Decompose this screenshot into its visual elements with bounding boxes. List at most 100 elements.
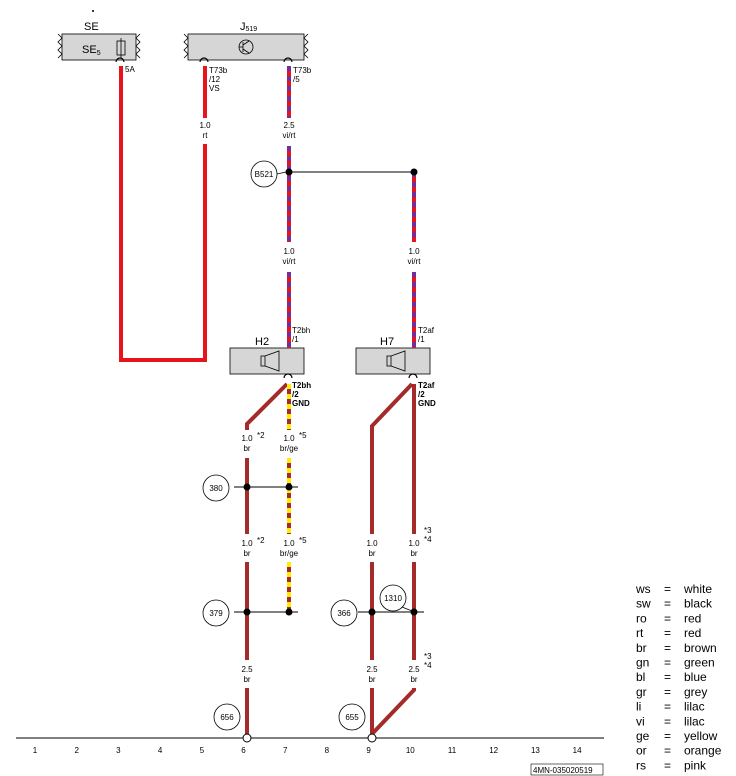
wire-label: 1.0 — [366, 539, 378, 548]
component-se: SE SE5 5A — [57, 10, 141, 74]
node-379: 379 — [209, 609, 223, 618]
legend-eq: = — [664, 582, 671, 596]
node-1310: 1310 — [384, 594, 402, 603]
grid-number: 6 — [241, 746, 246, 755]
wire-br-h2 — [245, 382, 291, 738]
h7-top-pin-a: T2af — [418, 326, 435, 335]
wire-rt — [119, 66, 207, 362]
wire-br-h7 — [370, 382, 416, 738]
grid-number: 4 — [158, 746, 163, 755]
legend-code: gn — [636, 656, 649, 670]
h2-bot-pin-b: /2 — [292, 390, 299, 399]
grid-number: 1 — [33, 746, 38, 755]
grid-number: 12 — [489, 746, 498, 755]
j519-pin2-b: /5 — [293, 75, 300, 84]
document-id: 4MN-035020519 — [530, 763, 604, 776]
legend-name: green — [684, 656, 715, 670]
wire-label: br — [410, 549, 417, 558]
wire-label: br — [243, 675, 250, 684]
legend-eq: = — [664, 597, 671, 611]
component-j519: J519 T73b /12 VS T73b /5 — [183, 21, 312, 93]
legend-code: li — [636, 700, 641, 714]
wire-label: 2.5 — [408, 665, 420, 674]
color-legend: ws=whitesw=blackro=redrt=redbr=browngn=g… — [635, 582, 722, 772]
legend-eq: = — [664, 758, 671, 772]
legend-eq: = — [664, 626, 671, 640]
h7-bot-pin-c: GND — [418, 399, 436, 408]
h7-bot-pin-b: /2 — [418, 390, 425, 399]
legend-eq: = — [664, 700, 671, 714]
wire-label: br — [243, 549, 250, 558]
wire-note: *4 — [424, 535, 432, 544]
legend-name: grey — [684, 685, 707, 699]
j519-pin1-a: T73b — [209, 66, 228, 75]
legend-eq: = — [664, 611, 671, 625]
wire-label: vi/rt — [283, 131, 297, 140]
legend-code: bl — [636, 670, 645, 684]
grid-number: 8 — [325, 746, 330, 755]
legend-name: blue — [684, 670, 707, 684]
se5-pin-label: 5A — [125, 65, 135, 74]
wire-label: rt — [203, 131, 209, 140]
node-380: 380 — [209, 484, 223, 493]
wire-label: 1.0 — [283, 539, 295, 548]
grid-number: 11 — [448, 746, 457, 755]
h7-top-pin-b: /1 — [418, 335, 425, 344]
wire-vi-rt — [287, 66, 416, 348]
wire-label: 1.0 — [199, 121, 211, 130]
wire-label: 1.0 — [408, 539, 420, 548]
wire-note: *2 — [257, 536, 265, 545]
wire-note: *5 — [299, 536, 307, 545]
h7-label: H7 — [380, 336, 394, 348]
legend-name: pink — [684, 758, 707, 772]
wire-label: br — [410, 675, 417, 684]
component-h7: H7 T2af /1 T2af /2 GND — [355, 326, 436, 408]
wire-label: br — [368, 549, 375, 558]
legend-code: ro — [636, 611, 647, 625]
node-refs: B521 380 379 366 1310 656 655 — [202, 160, 413, 731]
wire-labels: 1.0 rt 2.5 vi/rt 1.0 vi/rt 1.0 vi/rt 1.0… — [199, 121, 432, 684]
ground-bus — [16, 733, 604, 743]
legend-name: orange — [684, 744, 722, 758]
h2-top-pin-b: /1 — [292, 335, 299, 344]
j519-pin1-b: /12 — [209, 75, 221, 84]
wire-label: 1.0 — [283, 247, 295, 256]
j519-label: J519 — [240, 21, 257, 33]
legend-name: brown — [684, 641, 717, 655]
wire-label: 1.0 — [408, 247, 420, 256]
wire-label: 2.5 — [283, 121, 295, 130]
se5-label: SE5 — [82, 44, 101, 57]
wire-label: vi/rt — [283, 257, 297, 266]
j519-pin2-a: T73b — [293, 66, 312, 75]
legend-code: ge — [636, 729, 650, 743]
wire-label: br/ge — [280, 444, 299, 453]
legend-eq: = — [664, 670, 671, 684]
grid-number: 14 — [573, 746, 582, 755]
legend-code: vi — [636, 714, 645, 728]
legend-name: red — [684, 626, 701, 640]
h2-bot-pin-a: T2bh — [292, 381, 311, 390]
wire-note: *2 — [257, 431, 265, 440]
grid-number: 5 — [200, 746, 205, 755]
legend-name: lilac — [684, 714, 705, 728]
legend-name: yellow — [684, 729, 718, 743]
node-655: 655 — [345, 713, 359, 722]
node-366: 366 — [337, 609, 351, 618]
legend-eq: = — [664, 641, 671, 655]
legend-code: rs — [636, 758, 646, 772]
wire-note: *3 — [424, 652, 432, 661]
wire-label: 1.0 — [241, 434, 253, 443]
wire-label: br — [368, 675, 375, 684]
legend-name: red — [684, 611, 701, 625]
grid-number: 3 — [116, 746, 121, 755]
h2-top-pin-a: T2bh — [292, 326, 310, 335]
wire-label: br — [243, 444, 250, 453]
legend-eq: = — [664, 744, 671, 758]
grid-number: 9 — [366, 746, 371, 755]
j519-pin1-c: VS — [209, 84, 220, 93]
wire-label: vi/rt — [408, 257, 422, 266]
wire-note: *3 — [424, 526, 432, 535]
legend-name: white — [683, 582, 712, 596]
legend-code: gr — [636, 685, 647, 699]
